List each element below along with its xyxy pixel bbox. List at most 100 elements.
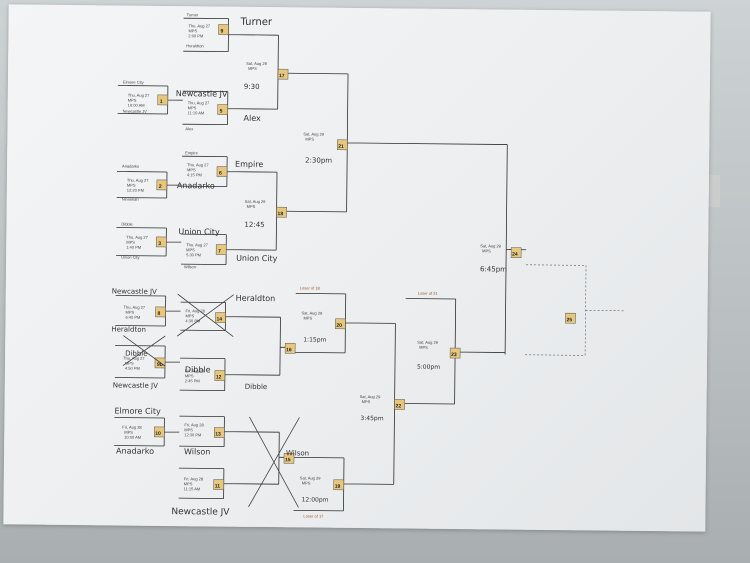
game-venue: MPS — [125, 310, 134, 315]
loser-note: Loser of 17 — [303, 513, 324, 518]
game-date: Sat, Aug 29 — [302, 310, 324, 315]
bracket-drawing: 9 1 5 6 2 3 7 17 18 21 24 25 8 9b 10 14 … — [111, 12, 626, 519]
game-time: 1:40 PM — [126, 245, 141, 250]
team-name: Anadarko — [122, 164, 140, 169]
game-venue: MPS — [247, 204, 256, 209]
game-date: Thu, Aug 27 — [124, 305, 146, 310]
game-time: 2:45 PM — [185, 378, 200, 383]
team-name: Empire — [185, 150, 198, 155]
handwritten-team: Newcastle JV — [176, 89, 228, 99]
game-venue: MPS — [184, 481, 193, 486]
handwritten-time: 2:30pm — [305, 156, 332, 164]
handwritten-team: Newcastle JV — [113, 381, 158, 389]
game-venue: MPS — [188, 28, 197, 33]
handwritten-team: Alex — [244, 114, 262, 123]
game-date: Sat, Aug 29 — [245, 199, 267, 204]
game-number: 24 — [512, 252, 518, 258]
game-venue: MPS — [248, 66, 257, 71]
game-venue: MPS — [302, 480, 311, 485]
team-name: Ninnekah — [122, 197, 139, 202]
handwritten-team: Dibble — [245, 383, 268, 391]
cross-out-mark — [248, 416, 300, 508]
game-date: Sat, Aug 29 — [480, 243, 502, 248]
game-venue: MPS — [124, 430, 133, 435]
game-venue: MPS — [362, 399, 371, 404]
handwritten-time: 12:45 — [244, 221, 264, 229]
game-number: 20 — [336, 323, 342, 329]
game-date: Sat, Aug 29 — [360, 394, 382, 399]
cross-out-mark — [122, 335, 166, 367]
team-name: Wilson — [184, 264, 196, 269]
game-number: 7 — [218, 249, 221, 255]
team-name: Newcastle JV — [123, 109, 148, 114]
game-venue: MPS — [482, 248, 491, 253]
game-number: 15 — [285, 457, 291, 463]
handwritten-team: Wilson — [286, 449, 309, 457]
cross-out-mark — [177, 293, 234, 338]
game-time: 4:50 PM — [125, 366, 140, 371]
handwritten-team: Anadarko — [177, 181, 215, 190]
game-number: 18 — [278, 211, 284, 217]
game-number: 9 — [220, 29, 223, 35]
game-time: 6:40 PM — [125, 315, 140, 320]
handwritten-time: 1:15pm — [303, 336, 326, 343]
team-name: Alex — [185, 126, 193, 131]
game-number: 25 — [566, 317, 572, 323]
game-date: Fri, Aug 28 — [122, 425, 142, 430]
game-number: 13 — [215, 432, 221, 438]
game-venue: MPS — [185, 373, 194, 378]
game-venue: MPS — [185, 313, 194, 318]
game-time: 4:30 PM — [185, 318, 200, 323]
game-venue: MPS — [305, 136, 314, 141]
handwritten-time: 3:45pm — [360, 415, 383, 422]
game-venue: MPS — [303, 315, 312, 320]
team-name: Heraldton — [186, 43, 203, 48]
team-name: Dibble — [121, 222, 133, 227]
game-number: 11 — [215, 484, 221, 490]
handwritten-time: 12:00pm — [302, 496, 329, 503]
handwritten-team: Anadarko — [116, 446, 154, 455]
game-date: Sat, Aug 29 — [300, 475, 322, 480]
handwritten-team: Union City — [178, 227, 220, 236]
game-date: Fri, Aug 28 — [186, 308, 206, 313]
game-time: 12:30 PM — [184, 432, 201, 437]
handwritten-team: Turner — [240, 17, 273, 28]
loser-note: Loser of 21 — [418, 291, 439, 296]
handwritten-team: Heraldton — [236, 294, 276, 303]
game-time: 12:20 PM — [127, 188, 144, 193]
game-time: 11:15 AM — [184, 486, 201, 491]
game-number: 2 — [159, 184, 162, 190]
team-name: Union City — [121, 255, 140, 260]
game-date: Thu, Aug 27 — [187, 162, 209, 167]
game-number: 5 — [220, 109, 223, 115]
game-number: 22 — [396, 403, 402, 409]
game-number: 3 — [158, 241, 161, 247]
game-number: 14 — [216, 317, 222, 323]
game-number: 9b — [157, 362, 163, 368]
game-number: 6 — [219, 171, 222, 177]
game-date: Fri, Aug 28 — [184, 422, 204, 427]
handwritten-team: Heraldton — [111, 325, 146, 333]
game-number: 1 — [160, 99, 163, 105]
handwritten-team: Union City — [236, 254, 278, 263]
game-date: Fri, Aug 28 — [184, 476, 204, 481]
handwritten-time: 5:00pm — [417, 364, 440, 371]
game-venue: MPS — [419, 345, 428, 350]
bracket-poster: 9 1 5 6 2 3 7 17 18 21 24 25 8 9b 10 14 … — [3, 4, 711, 532]
game-venue: MPS — [184, 427, 193, 432]
game-venue: MPS — [128, 98, 137, 103]
game-venue: MPS — [186, 247, 195, 252]
game-number: 8 — [157, 311, 160, 317]
game-number: 21 — [338, 144, 344, 150]
game-venue: MPS — [125, 361, 134, 366]
game-time: 4:15 PM — [187, 172, 202, 177]
game-date: Thu, Aug 27 — [127, 178, 149, 183]
game-time: 10:00 AM — [124, 435, 141, 440]
game-date: Thu, Aug 27 — [126, 235, 148, 240]
handwritten-team: Dibble — [185, 365, 211, 374]
handwritten-team: Newcastle JV — [171, 507, 230, 518]
loser-note: Loser of 18 — [300, 285, 321, 290]
handwritten-team: Elmore City — [114, 406, 161, 415]
handwritten-team: Empire — [235, 160, 263, 169]
game-venue: MPS — [127, 183, 136, 188]
